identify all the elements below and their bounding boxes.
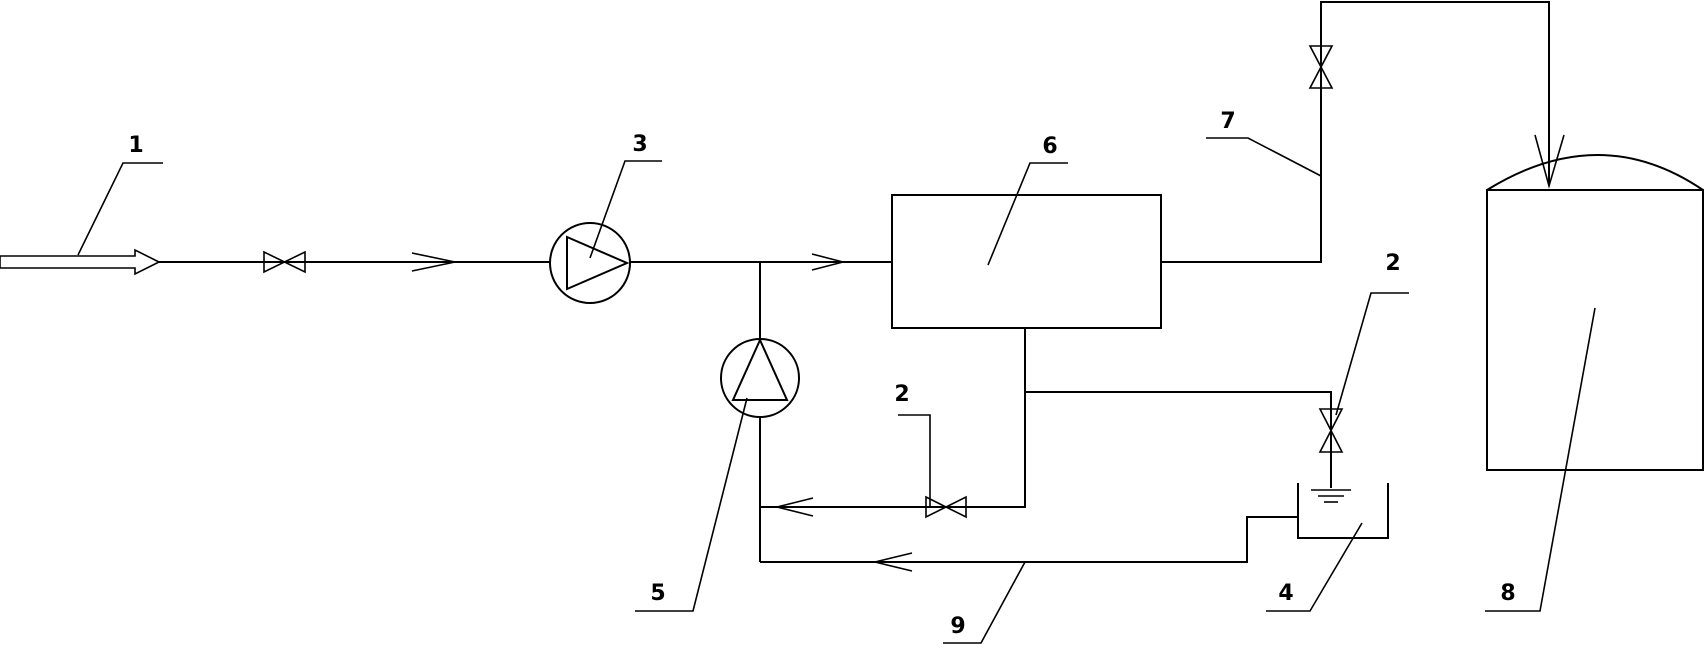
label-outlet-pipe: 7	[1220, 109, 1235, 134]
drain-valve-icon	[1318, 408, 1344, 453]
inlet-arrow	[0, 248, 161, 276]
flow-arrow-icon	[811, 253, 844, 271]
unit-drain-pipe	[760, 328, 1026, 508]
storage-vessel	[1486, 134, 1704, 471]
label-drain-valve: 2	[1385, 251, 1400, 276]
label-inlet: 1	[128, 133, 143, 158]
label-unit: 6	[1042, 134, 1057, 159]
label-return-valve: 2	[894, 382, 909, 407]
unit-6-box	[891, 194, 1162, 329]
return-pump-icon	[720, 337, 800, 418]
label-tank: 4	[1278, 581, 1293, 606]
outlet-valve-icon	[1308, 45, 1334, 89]
label-main-pump: 3	[632, 132, 647, 157]
main-pump-icon	[549, 222, 631, 304]
flow-arrow-icon	[874, 552, 913, 572]
return-line-9	[760, 516, 1298, 563]
flow-arrow-icon	[776, 497, 814, 517]
label-return-pump: 5	[650, 581, 665, 606]
label-storage-vessel: 8	[1500, 581, 1515, 606]
outlet-pipe	[1161, 1, 1550, 263]
tank-4	[1297, 483, 1389, 539]
flow-arrow-icon	[411, 252, 456, 272]
leader-lines	[77, 137, 1596, 644]
inlet-valve-icon	[263, 250, 306, 274]
drain-branch-pipe	[1025, 391, 1332, 488]
label-return-line: 9	[950, 614, 965, 639]
return-valve-icon	[925, 495, 967, 519]
